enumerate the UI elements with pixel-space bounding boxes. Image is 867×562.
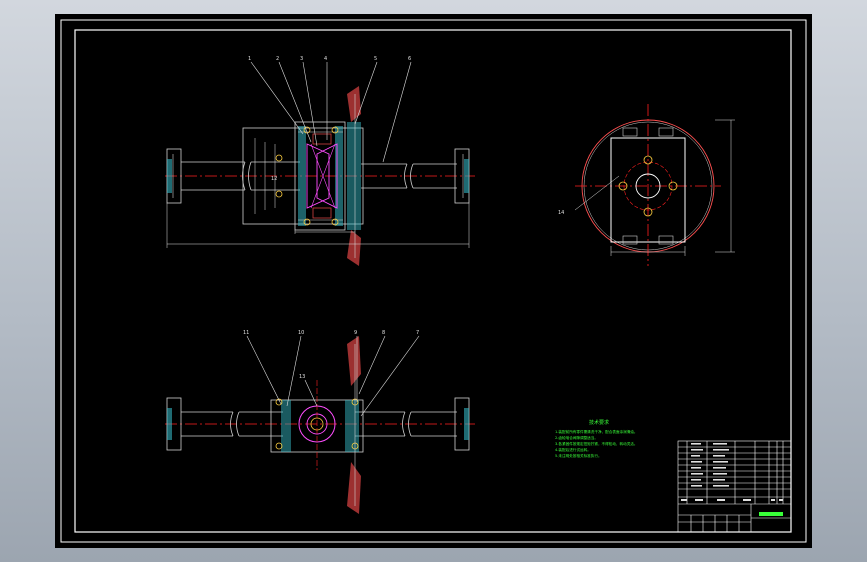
- drawing-frame: [74, 29, 792, 533]
- sheet-border: [60, 19, 807, 543]
- housing-bolts: [275, 126, 339, 226]
- hub-bolt: [643, 155, 653, 165]
- balloon-bottom-11: 11: [243, 330, 249, 336]
- notes-line: 1.装配前所有零件需清洗干净，配合表面涂润滑油。: [555, 429, 638, 434]
- differential-housing: [242, 121, 364, 231]
- balloon-top-5: 5: [374, 56, 377, 62]
- balloon-top-1: 1: [248, 56, 251, 62]
- top-dimensions: [166, 138, 470, 248]
- balloon-side-12: 12: [271, 176, 277, 182]
- technical-notes: 技术要求 1.装配前所有零件需清洗干净，配合表面涂润滑油。 2.齿轮啮合间隙调整…: [555, 419, 638, 458]
- notes-line: 4.装配后进行试运转。: [555, 447, 591, 452]
- balloon-top-3: 3: [300, 56, 303, 62]
- balloon-bottom-10: 10: [298, 330, 304, 336]
- title-block: [677, 440, 792, 533]
- notes-line: 2.齿轮啮合间隙调整适当。: [555, 435, 598, 440]
- right-flange: [454, 148, 470, 204]
- balloon-top-2: 2: [276, 56, 279, 62]
- right-shaft: [361, 163, 457, 189]
- side-view: [574, 104, 735, 266]
- balloon-bottom-8: 8: [382, 330, 385, 336]
- cad-viewport[interactable]: 技术要求 1.装配前所有零件需清洗干净，配合表面涂润滑油。 2.齿轮啮合间隙调整…: [55, 14, 812, 548]
- balloon-side-13: 13: [299, 374, 305, 380]
- balloon-side-view-14: 14: [558, 210, 564, 216]
- notes-title: 技术要求: [589, 419, 609, 426]
- ring-gear: [347, 86, 361, 266]
- title-block-accent: [759, 512, 783, 516]
- bevel-gears: [306, 133, 338, 219]
- left-shaft: [181, 161, 300, 191]
- hub-bore: [635, 173, 661, 199]
- balloon-top-6: 6: [408, 56, 411, 62]
- top-section-view: [165, 61, 475, 266]
- top-leaders: [250, 61, 412, 163]
- balloon-top-4: 4: [324, 56, 327, 62]
- housing-block: [610, 137, 686, 243]
- title-block-marks: [681, 443, 783, 501]
- notes-line: 5.未注明处按相关标准执行。: [555, 453, 602, 458]
- drawing-canvas: 技术要求 1.装配前所有零件需清洗干净，配合表面涂润滑油。 2.齿轮啮合间隙调整…: [60, 19, 807, 543]
- balloon-bottom-7: 7: [416, 330, 419, 336]
- bottom-section-view: [165, 335, 475, 514]
- notes-line: 3.各紧固件按规定扭矩拧紧，不得松动，转动灵活。: [555, 441, 638, 446]
- left-flange: [166, 148, 182, 204]
- balloon-bottom-9: 9: [354, 330, 357, 336]
